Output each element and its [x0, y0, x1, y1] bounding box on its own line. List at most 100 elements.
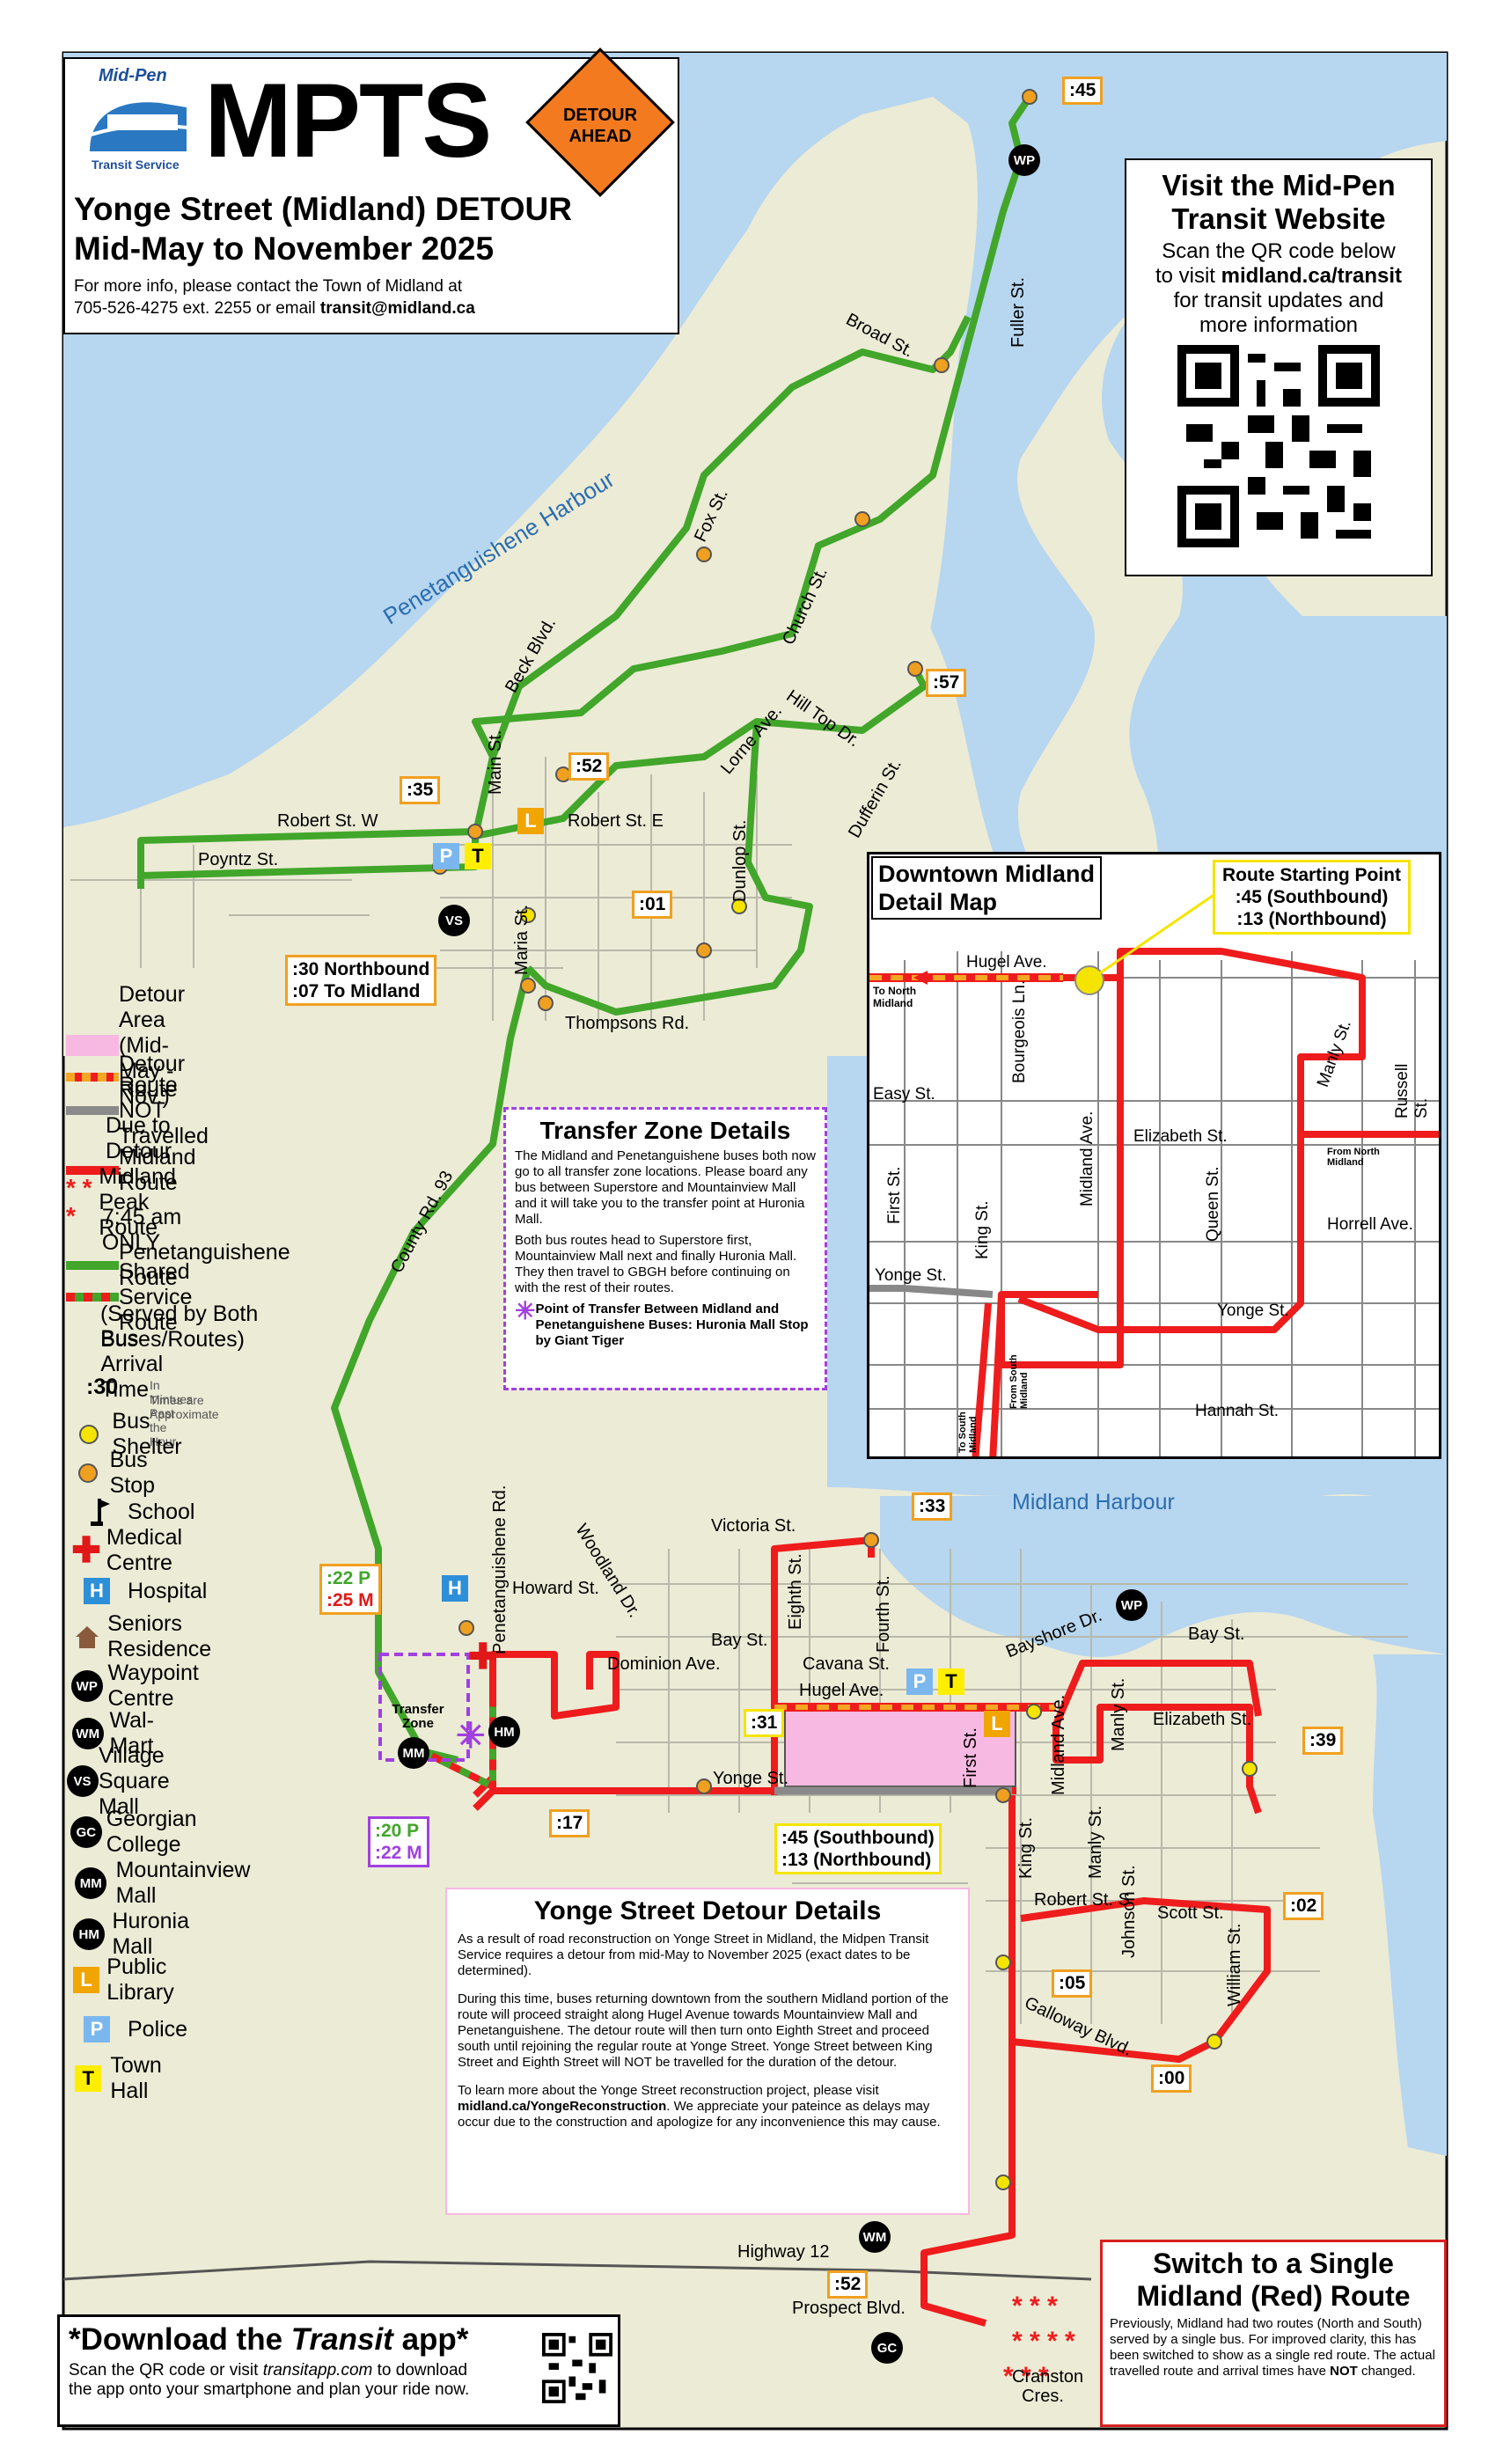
walmart-marker[interactable]: WM [859, 2221, 891, 2253]
route-start-south: :45 (Southbound) [1235, 887, 1389, 907]
transfer-zone-outline [378, 1653, 470, 1762]
waypoint-north-marker[interactable]: WP [1008, 144, 1040, 176]
switch-body2: changed. [1357, 2364, 1416, 2379]
street-victoria: Victoria St. [711, 1516, 796, 1536]
medical-centre-marker: ✚ [468, 1638, 498, 1676]
legend-label: School [128, 1499, 195, 1524]
street-robert-e: Robert St. E [568, 811, 664, 831]
website-qr-code[interactable] [1177, 345, 1380, 547]
dt-street-yonge-east: Yonge St. [1217, 1302, 1289, 1320]
huronia-marker[interactable]: HM [488, 1716, 520, 1748]
detour-para3b: . We appreciate your pateince as delays … [458, 2099, 941, 2130]
midland-harbour-east [1373, 1654, 1447, 2156]
contact-email-link[interactable]: transit@midland.ca [319, 299, 475, 318]
arrival-note1: In Mintues Past the Hour [150, 1378, 194, 1448]
legend-label: Detour Area (Mid-May - Nov.) [119, 981, 186, 1109]
street-robert-w: Robert St. W [277, 811, 378, 831]
mountainview-marker[interactable]: MM [398, 1737, 429, 1769]
legend-label: Detour Route [119, 1052, 186, 1102]
website-heading1: Visit the Mid-Pen [1162, 169, 1396, 202]
dt-from-north-midland: From North Midland [1327, 1147, 1380, 1168]
street-thompsons: Thompsons Rd. [565, 1014, 690, 1033]
penetang-route-line-icon [66, 1261, 119, 1270]
street-manly-north: Manly St. [1109, 1677, 1128, 1751]
logo-text: Mid-Pen [99, 66, 167, 85]
time-label: :33 [912, 1492, 953, 1521]
street-maria: Maria St. [512, 904, 532, 975]
yonge-reconstruction-link[interactable]: midland.ca/YongeReconstruction [458, 2099, 667, 2114]
legend-detour-area: Detour Area (Mid-May - Nov.) [66, 982, 194, 1109]
app-title-a: *Download the [69, 2322, 291, 2357]
detour-area [784, 1705, 1016, 1787]
hospital-marker[interactable]: H [442, 1575, 468, 1602]
legend: Detour Area (Mid-May - Nov.) Detour Rout… [0, 0, 290, 2103]
legend-label: Shared Service Route [119, 1258, 193, 1335]
walmart-icon: WM [71, 1718, 104, 1749]
website-line1: Scan the QR code below [1162, 239, 1396, 263]
switch-title1: Switch to a Single [1153, 2248, 1394, 2279]
waypoint-south-marker[interactable]: WP [1116, 1589, 1148, 1621]
street-yonge: Yonge St. [713, 1769, 789, 1788]
dt-to-north-midland: To North Midland [873, 985, 917, 1009]
app-qr-code[interactable] [542, 2333, 612, 2403]
police-south-marker[interactable]: P [906, 1668, 933, 1695]
police-north-marker[interactable]: P [433, 843, 459, 869]
app-title: *Download the Transit app* [69, 2322, 609, 2358]
time-label: :17 [549, 1809, 590, 1837]
contact-line2: 705-526-4275 ext. 2255 or email transit@… [74, 299, 475, 319]
street-midland-ave: Midland Ave. [1049, 1694, 1068, 1795]
logo-subtitle: Transit Service [92, 158, 180, 172]
library-south-marker[interactable]: L [984, 1711, 1010, 1737]
legend-seniors: Seniors Residence [66, 1611, 231, 1661]
legend-label: Police [128, 2016, 188, 2042]
street-fourth: Fourth St. [874, 1575, 893, 1653]
transfer-point: ✳ Point of Transfer Between Midland and … [515, 1297, 816, 1349]
detour-details-para3: To learn more about the Yonge Street rec… [458, 2083, 957, 2130]
mountainview-icon: MM [75, 1867, 107, 1899]
app-line1: Scan the QR code or visit transitapp.com… [69, 2361, 609, 2380]
time-label: :01 [632, 891, 673, 919]
street-hugel: Hugel Ave. [799, 1681, 884, 1700]
legend-bus-stop: Bus Stop [66, 1448, 172, 1498]
street-first: First St. [961, 1727, 980, 1788]
app-title-c: app* [392, 2322, 469, 2357]
time-label: :52 [568, 752, 610, 781]
transfer-para1: The Midland and Penetanguishene buses bo… [515, 1148, 816, 1227]
time-22m: :22 M [375, 1843, 422, 1863]
library-north-marker[interactable]: L [517, 808, 544, 834]
detour-details-title: Yonge Street Detour Details [533, 1896, 882, 1925]
bus-shelters [520, 898, 1258, 2190]
transfer-asterisk-icon: ✳ [515, 1297, 536, 1324]
village-square-marker[interactable]: VS [438, 905, 470, 936]
transfer-title: Transfer Zone Details [539, 1117, 791, 1144]
town-hall-icon: T [75, 2065, 102, 2092]
legend-medical: ✚Medical Centre [66, 1525, 203, 1575]
bus-logo-icon [81, 102, 195, 151]
time-25m: :25 M [326, 1590, 374, 1610]
dt-street-easy: Easy St. [873, 1085, 935, 1104]
town-hall-south-marker[interactable]: T [938, 1668, 964, 1695]
street-dunlop: Dunlop St. [730, 819, 750, 902]
switch-route-box: Switch to a Single Midland (Red) Route P… [1100, 2240, 1447, 2427]
downtown-title-2: Detail Map [878, 889, 998, 915]
time-label-45-southbound: :45 (Southbound) :13 (Northbound) [774, 1823, 942, 1874]
contact-phone: 705-526-4275 ext. 2255 or email [74, 299, 320, 318]
title-line1: Yonge Street (Midland) DETOUR [74, 191, 572, 227]
transitapp-link[interactable]: transitapp.com [262, 2361, 373, 2380]
legend-label: Wal-Mart [109, 1708, 154, 1758]
georgian-college-marker[interactable]: GC [871, 2332, 903, 2364]
legend-peak-route: * * *Midland Peak Route [66, 1164, 205, 1240]
time-22p: :22 P [326, 1568, 371, 1588]
town-hall-north-marker[interactable]: T [465, 843, 491, 869]
huronia-icon: HM [73, 1918, 106, 1950]
switch-title2: Midland (Red) Route [1136, 2280, 1411, 2312]
legend-town-hall: T Town Hall [66, 2053, 179, 2103]
peak-route-stars-map: * * * [1012, 2292, 1058, 2321]
website-url[interactable]: midland.ca/transit [1221, 264, 1403, 288]
legend-label: Midland Route [119, 1145, 196, 1195]
legend-label: Hospital [128, 1578, 208, 1603]
legend-label: Town Hall [110, 2053, 162, 2103]
time-45s: :45 (Southbound) [781, 1828, 935, 1848]
